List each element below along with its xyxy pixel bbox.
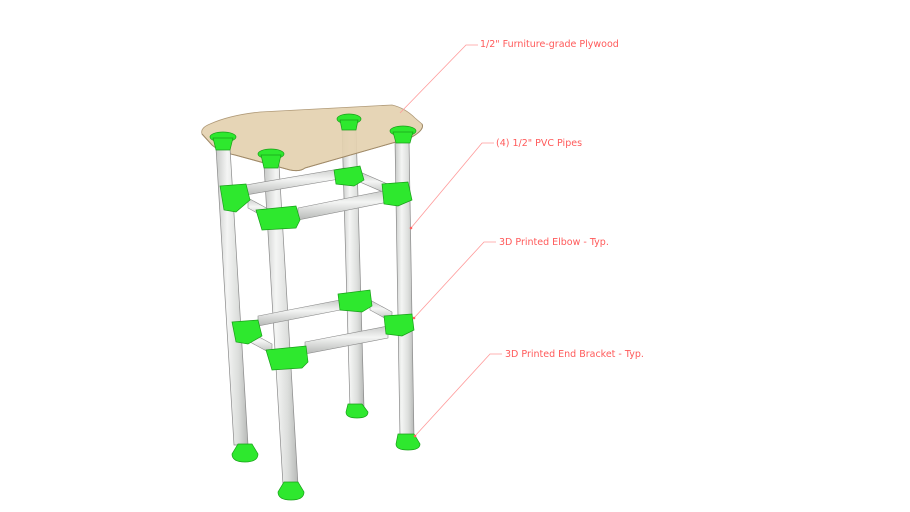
label-end-bracket: 3D Printed End Bracket - Typ. xyxy=(505,349,644,360)
leader-elbow xyxy=(413,241,496,319)
leader-plywood xyxy=(399,44,478,114)
foot-fittings xyxy=(231,403,421,501)
leader-lines xyxy=(399,44,502,437)
leader-bracket xyxy=(414,353,502,437)
label-plywood: 1/2" Furniture-grade Plywood xyxy=(480,39,619,50)
label-elbow: 3D Printed Elbow - Typ. xyxy=(499,237,609,248)
label-pvc-pipes: (4) 1/2" PVC Pipes xyxy=(496,138,583,149)
leader-pvc xyxy=(410,142,494,229)
upper-elbow-fittings xyxy=(219,165,413,231)
lower-elbow-fittings xyxy=(231,289,415,371)
lower-frame xyxy=(249,299,393,355)
top-cap-fittings xyxy=(209,113,417,169)
leader-arrowheads xyxy=(409,226,417,438)
